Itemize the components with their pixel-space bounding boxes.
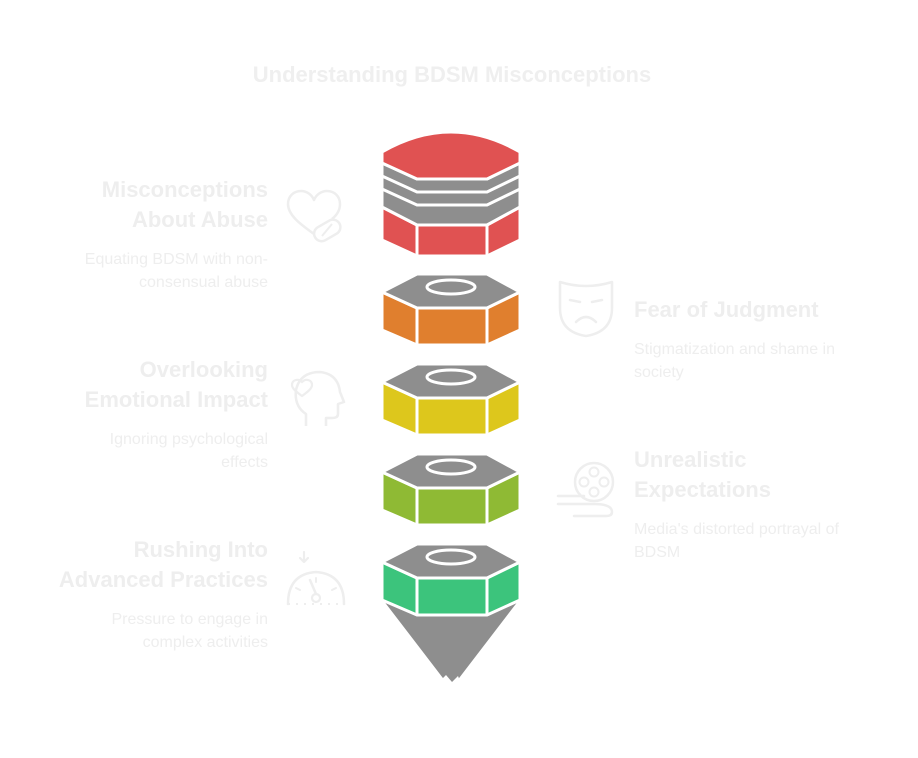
head-heart-icon <box>290 370 346 426</box>
item-rushing-desc: Pressure to engage in complex activities <box>111 608 268 654</box>
heading-line: Fear of Judgment <box>634 297 819 322</box>
item-misconceptions-desc: Equating BDSM with non- consensual abuse <box>85 248 268 294</box>
heading-line: Overlooking <box>139 357 268 382</box>
desc-line: Ignoring psychological <box>109 431 268 448</box>
sad-mask-icon <box>558 280 614 338</box>
desc-line: society <box>634 364 684 381</box>
item-misconceptions-heading: Misconceptions About Abuse <box>102 175 268 235</box>
item-fear-heading: Fear of Judgment <box>634 295 819 325</box>
desc-line: effects <box>221 454 268 471</box>
item-expectations-desc: Media's distorted portrayal of BDSM <box>634 518 839 564</box>
desc-line: Equating BDSM with non- <box>84 251 268 268</box>
heading-line: Rushing Into <box>133 537 268 562</box>
heading-line: Emotional Impact <box>84 387 268 412</box>
heart-bandage-icon <box>286 189 342 243</box>
speedometer-icon <box>286 550 346 606</box>
desc-line: BDSM <box>634 544 681 561</box>
item-expectations-heading: Unrealistic Expectations <box>634 445 771 505</box>
item-emotional-desc: Ignoring psychological effects <box>110 428 268 474</box>
heading-line: Unrealistic <box>634 447 747 472</box>
segment-red-eraser <box>380 130 522 258</box>
segment-yellow <box>380 362 522 437</box>
desc-line: complex activities <box>142 634 268 651</box>
item-rushing-heading: Rushing Into Advanced Practices <box>59 535 268 595</box>
item-fear-desc: Stigmatization and shame in society <box>634 338 835 384</box>
segment-green <box>380 542 522 617</box>
segment-lime <box>380 452 522 527</box>
heading-line: Expectations <box>634 477 771 502</box>
desc-line: Stigmatization and shame in <box>634 341 835 358</box>
heading-line: About Abuse <box>131 207 268 232</box>
heading-line: Advanced Practices <box>58 567 268 592</box>
heading-line: Misconceptions <box>101 177 268 202</box>
diagram-title: Understanding BDSM Misconceptions <box>252 62 652 87</box>
item-emotional-heading: Overlooking Emotional Impact <box>85 355 268 415</box>
film-reel-icon <box>556 461 615 518</box>
segment-orange <box>380 272 522 347</box>
desc-line: consensual abuse <box>139 274 268 291</box>
desc-line: Media's distorted portrayal of <box>634 521 839 538</box>
desc-line: Pressure to engage in <box>111 611 268 628</box>
